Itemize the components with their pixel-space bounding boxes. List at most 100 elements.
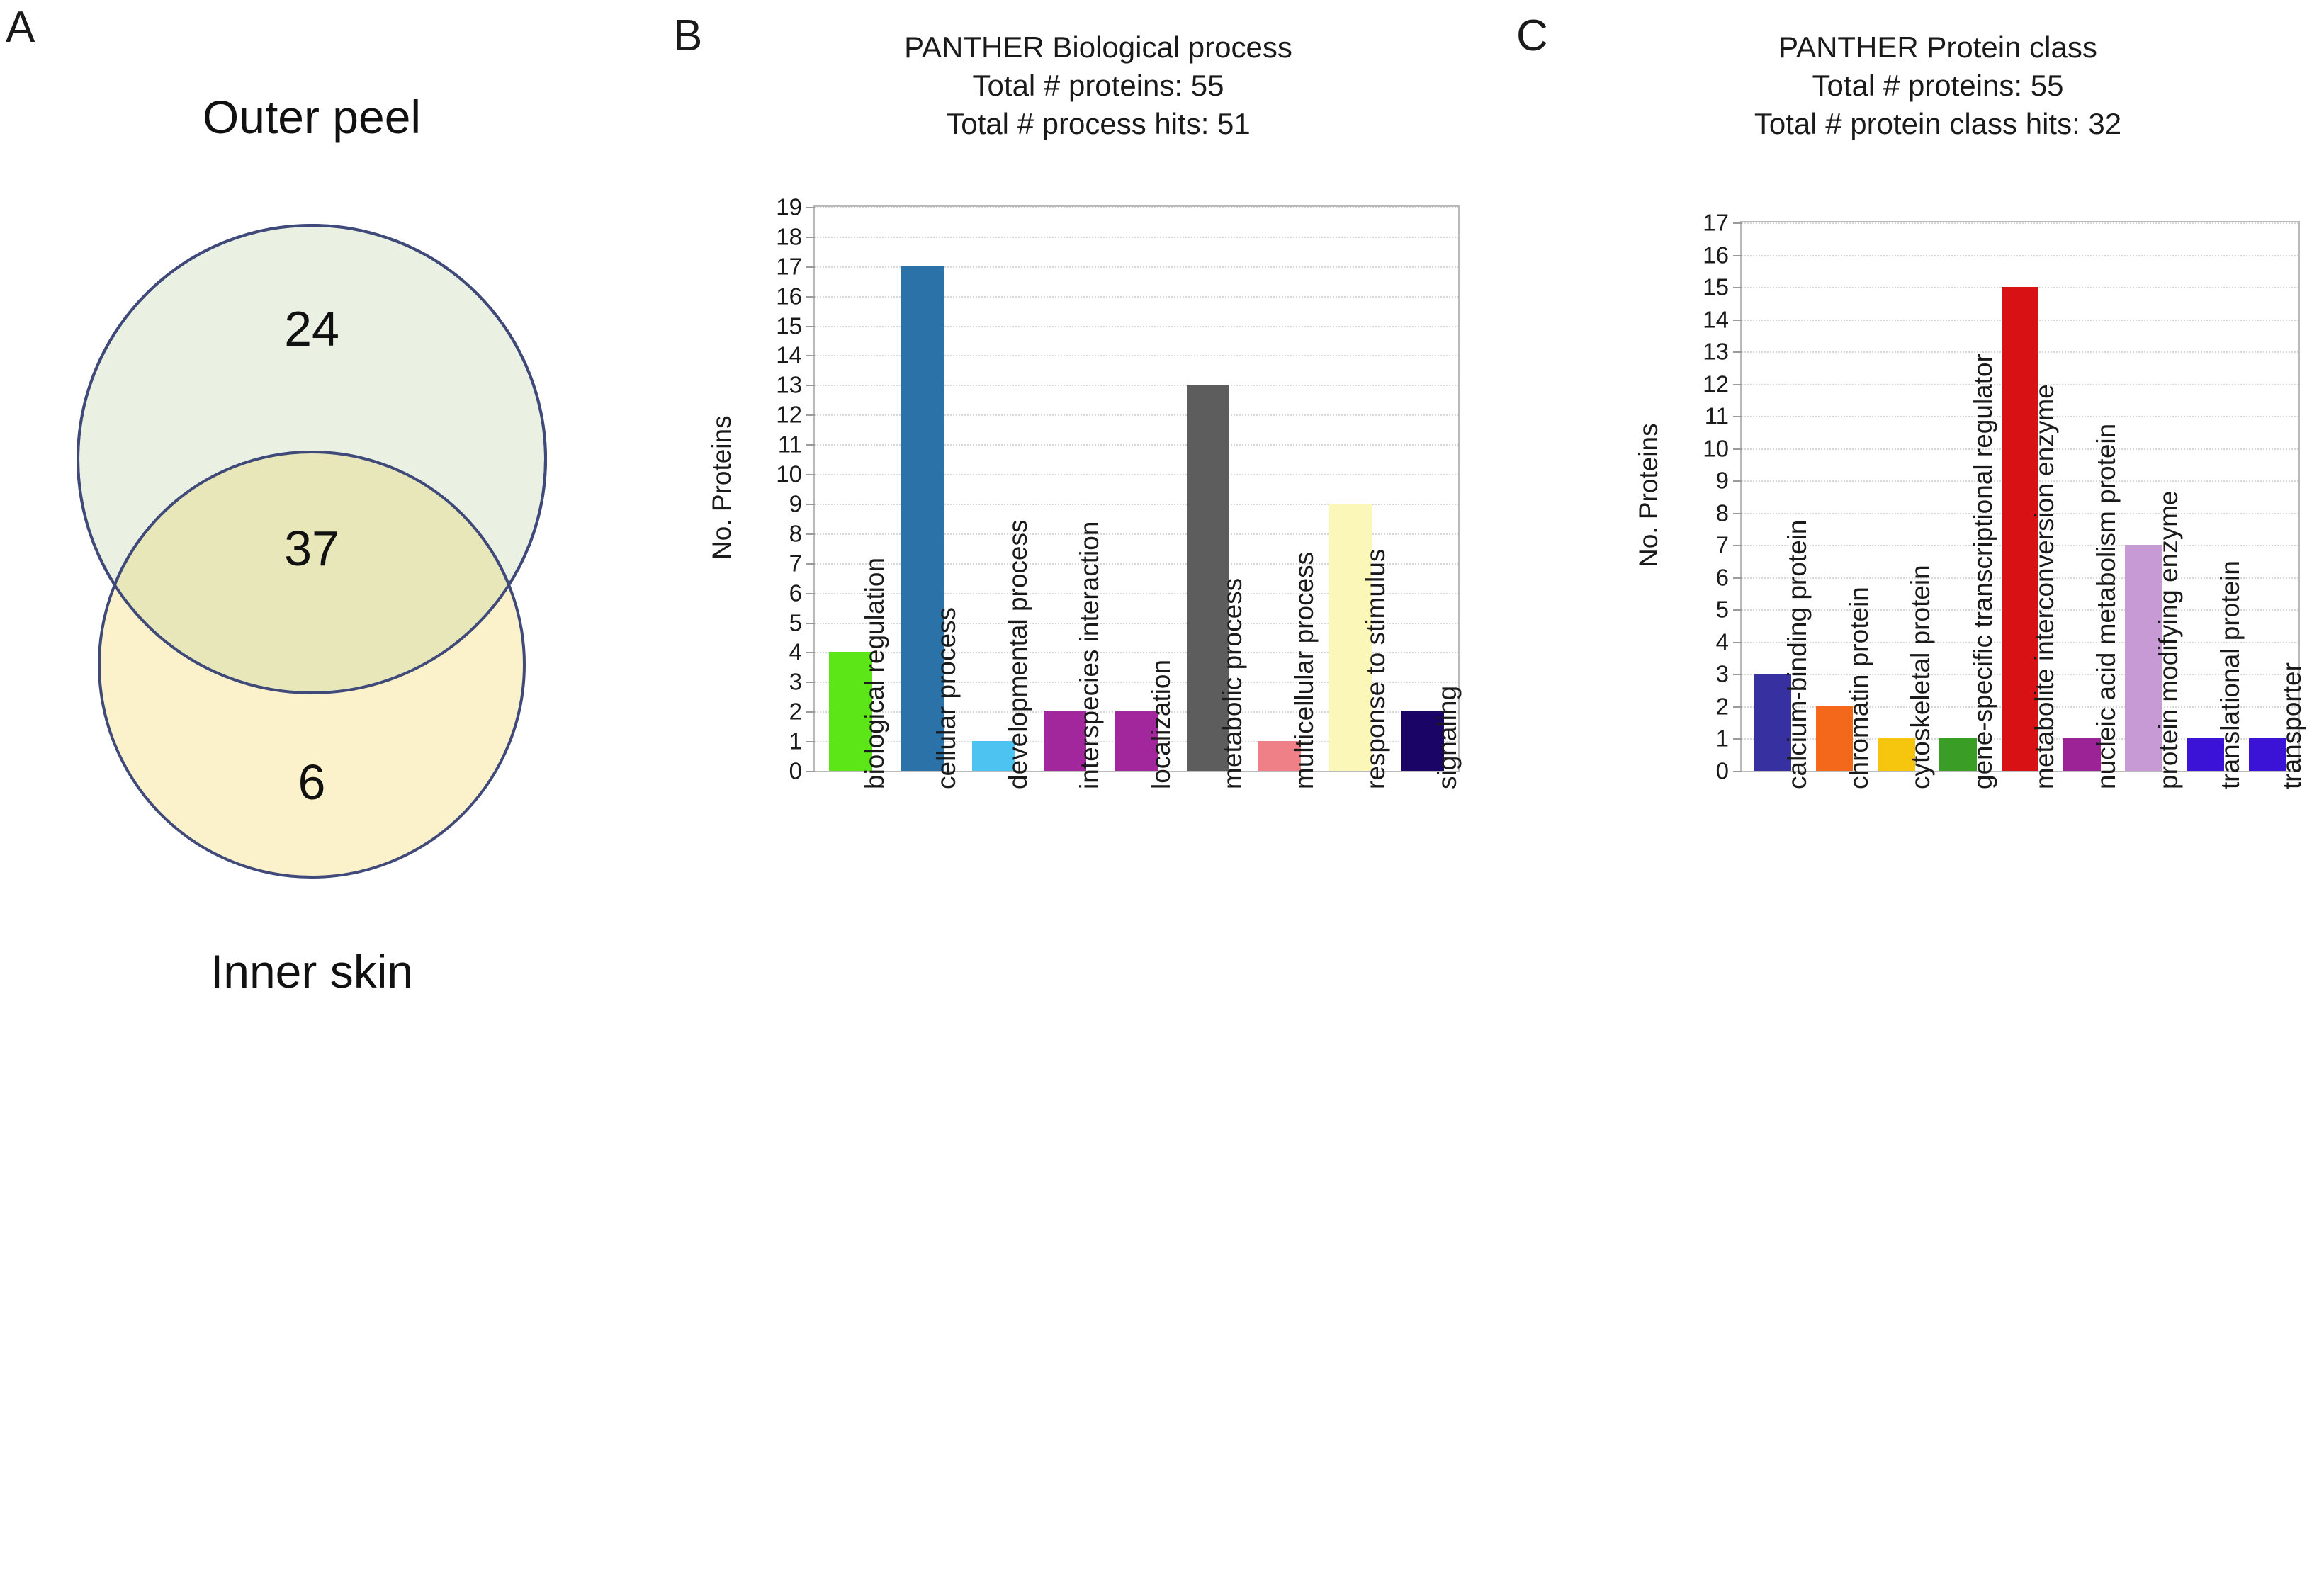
- gridline: [815, 652, 1458, 654]
- y-axis-tick: [1733, 609, 1742, 611]
- y-axis-tick: [1733, 383, 1742, 385]
- gridline: [815, 385, 1458, 387]
- y-axis-tick-label: 15: [776, 312, 802, 339]
- venn-set-label-outer-peel: Outer peel: [202, 91, 422, 143]
- y-axis-tick-label: 7: [789, 550, 802, 577]
- gridline: [815, 474, 1458, 476]
- bar: [2187, 738, 2225, 771]
- gridline: [815, 236, 1458, 238]
- gridline: [815, 207, 1458, 208]
- y-axis-tick: [806, 266, 815, 268]
- panel-a-venn: A Outer peel 24 37 6 Inner skin: [0, 0, 666, 1134]
- gridline: [815, 325, 1458, 327]
- x-axis-tick-label: biological regulation: [860, 557, 890, 789]
- plot-area-protein-class: [1740, 221, 2300, 772]
- gridline: [815, 622, 1458, 624]
- x-axis-tick-label: interspecies interaction: [1075, 521, 1105, 789]
- y-axis-tick: [1733, 287, 1742, 289]
- bar: [1878, 738, 1915, 771]
- y-axis-tick: [806, 207, 815, 208]
- y-axis-tick: [1733, 512, 1742, 514]
- y-axis-tick-label: 10: [1703, 435, 1729, 462]
- bar: [2249, 738, 2286, 771]
- venn-count-outer-only: 24: [284, 301, 339, 356]
- gridline: [815, 533, 1458, 535]
- y-axis-tick: [806, 711, 815, 713]
- venn-count-inner-only: 6: [298, 755, 326, 810]
- y-axis-tick: [806, 741, 815, 743]
- gridline: [815, 355, 1458, 357]
- y-axis-tick: [806, 533, 815, 535]
- x-axis-tick-label: cytoskeletal protein: [1906, 565, 1936, 789]
- y-axis-tick-label: 0: [789, 757, 802, 784]
- x-axis-tick-label: metabolite interconversion enzyme: [2030, 384, 2059, 789]
- bar: [1329, 503, 1372, 771]
- venn-diagram: Outer peel 24 37 6 Inner skin: [43, 85, 581, 1063]
- y-axis-tick-label: 12: [776, 401, 802, 428]
- y-axis-tick-label: 10: [776, 461, 802, 487]
- bar: [1043, 711, 1087, 771]
- y-axis-tick-label: 2: [1715, 693, 1729, 720]
- y-axis-tick: [1733, 448, 1742, 450]
- panel-a-letter: A: [6, 3, 35, 52]
- bar: [901, 266, 944, 771]
- y-axis-tick-label: 14: [776, 341, 802, 368]
- x-axis-tick-label: response to stimulus: [1360, 548, 1390, 789]
- bar: [2001, 287, 2039, 771]
- y-axis-tick-label: 3: [1715, 660, 1729, 687]
- y-axis-tick: [806, 385, 815, 387]
- y-axis-tick: [806, 771, 815, 772]
- y-axis-tick: [1733, 577, 1742, 579]
- y-axis-tick-label: 5: [789, 609, 802, 636]
- venn-set-label-inner-skin: Inner skin: [210, 945, 414, 998]
- bar: [2063, 738, 2101, 771]
- x-axis-tick-label: cellular process: [932, 606, 961, 789]
- bar: [1258, 741, 1302, 771]
- y-axis-tick: [1733, 674, 1742, 676]
- panel-c-letter: C: [1516, 11, 1548, 60]
- y-axis-tick: [806, 474, 815, 476]
- x-axis-tick-label: metabolic process: [1217, 577, 1247, 789]
- x-axis-tick-label: gene-specific transcriptional regulator: [1968, 354, 1997, 789]
- panel-b-letter: B: [673, 11, 703, 60]
- gridline: [815, 682, 1458, 684]
- y-axis-tick-label: 4: [789, 638, 802, 665]
- y-axis-title-c: No. Proteins: [1634, 423, 1663, 567]
- y-axis-tick-label: 11: [777, 431, 802, 458]
- x-axis-tick-label: developmental process: [1003, 519, 1033, 790]
- y-axis-tick-label: 19: [776, 193, 802, 220]
- y-axis-tick-label: 13: [1703, 338, 1729, 365]
- y-axis-tick-label: 3: [789, 668, 802, 695]
- y-axis-tick-label: 0: [1715, 757, 1729, 784]
- bar: [1186, 385, 1230, 771]
- y-axis-tick-label: 16: [776, 283, 802, 310]
- plot-area-biological-process: [813, 205, 1460, 772]
- y-axis-tick: [1733, 641, 1742, 643]
- y-axis-tick: [806, 652, 815, 654]
- y-axis-tick-label: 6: [789, 580, 802, 606]
- y-axis-tick: [1733, 319, 1742, 321]
- x-axis-tick-label: multicellular process: [1289, 551, 1319, 789]
- y-axis-tick: [1733, 738, 1742, 740]
- x-axis-tick-label: signaling: [1432, 685, 1462, 789]
- bar: [1754, 674, 1791, 771]
- y-axis-tick: [806, 295, 815, 298]
- y-axis-tick: [806, 682, 815, 684]
- y-axis-tick-label: 18: [776, 223, 802, 250]
- gridline: [815, 266, 1458, 268]
- y-axis-tick-label: 12: [1703, 371, 1729, 397]
- y-axis-tick-label: 5: [1715, 596, 1729, 623]
- gridline: [815, 444, 1458, 446]
- chart-title-protein-class: PANTHER Protein class Total # proteins: …: [1754, 30, 2122, 140]
- y-axis-tick: [806, 355, 815, 357]
- y-axis-tick-label: 8: [789, 520, 802, 547]
- bar: [829, 652, 872, 771]
- gridline: [815, 592, 1458, 594]
- chart-title-biological-process: PANTHER Biological process Total # prote…: [904, 30, 1292, 140]
- gridline: [815, 295, 1458, 298]
- y-axis-tick: [806, 414, 815, 417]
- y-axis-tick-label: 17: [1703, 209, 1729, 236]
- x-axis-tick-label: nucleic acid metabolism protein: [2092, 423, 2121, 789]
- y-axis-tick-label: 4: [1715, 628, 1729, 655]
- y-axis-tick-label: 1: [1715, 725, 1729, 752]
